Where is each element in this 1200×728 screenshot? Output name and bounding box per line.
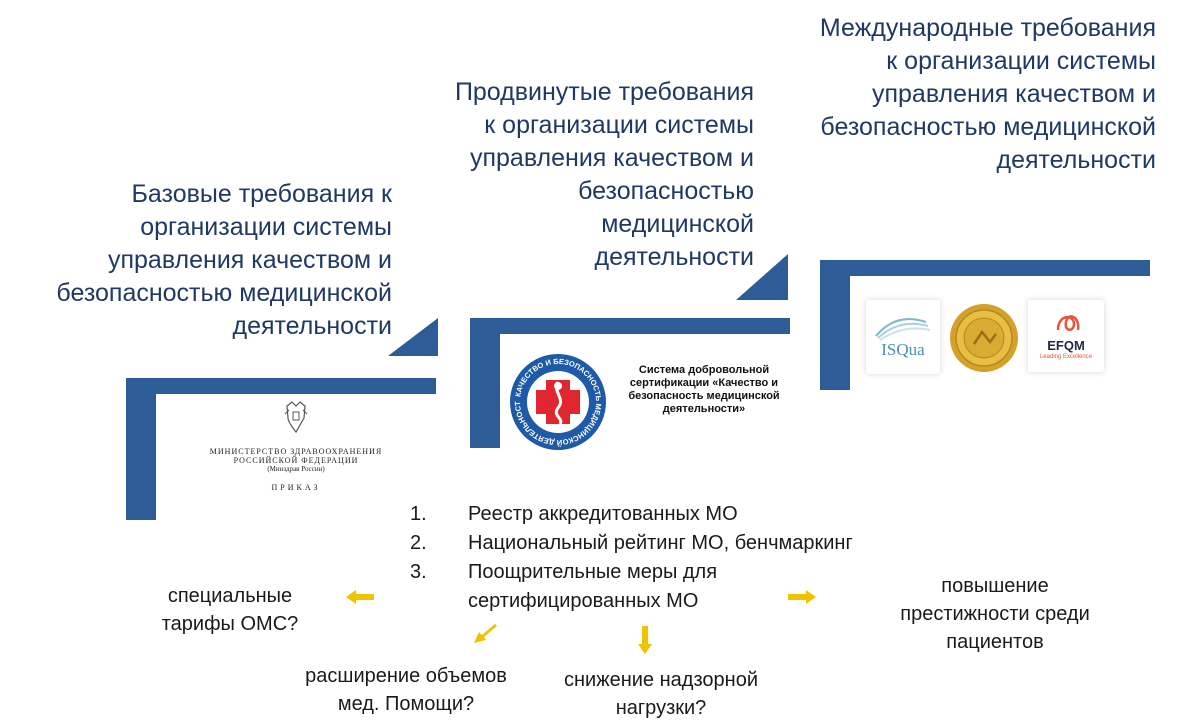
list-item: 3. Поощрительные меры для сертифицирован…: [410, 558, 853, 616]
step-1-arrow-tip: [388, 318, 438, 356]
coat-of-arms-icon: [284, 401, 308, 434]
measures-list: 1. Реестр аккредитованных МО 2. Национал…: [410, 500, 853, 616]
list-item: 1. Реестр аккредитованных МО: [410, 500, 853, 529]
efqm-tagline: Leading Excellence: [1039, 354, 1093, 360]
isqua-wave-icon: [875, 318, 931, 341]
certification-seal-icon: КАЧЕСТВО И БЕЗОПАСНОСТЬ МЕДИЦИНСКОЙ ДЕЯТ…: [508, 352, 606, 450]
arrow-left-icon: [346, 590, 374, 604]
isqua-logo: ISQua: [866, 300, 940, 374]
step-2-arrow-tip: [736, 254, 788, 300]
certification-caption: Система добровольной сертификации «Качес…: [628, 364, 780, 415]
step-2-vertical-bar: [470, 318, 500, 448]
list-text: Реестр аккредитованных МО: [468, 503, 738, 525]
basic-requirements-text: Базовые требования к организации системы…: [56, 180, 392, 340]
list-number: 2.: [410, 532, 427, 554]
international-requirements-text: Международные требования к организации с…: [819, 14, 1156, 174]
efqm-logo: EFQM Leading Excellence: [1028, 300, 1104, 372]
list-number: 1.: [410, 503, 427, 525]
order-title: ПРИКАЗ: [271, 483, 321, 492]
outcome-reduce-oversight: снижение надзорной нагрузки?: [564, 669, 758, 719]
advanced-requirements-text: Продвинутые требования к организации сис…: [454, 78, 754, 271]
outcome-expand-volume: расширение объемов мед. Помощи?: [305, 665, 507, 715]
step-1-top-bar: [126, 378, 436, 394]
arrow-down-left-icon: [474, 624, 497, 643]
outcome-special-tariffs: специальные тарифы ОМС?: [161, 585, 299, 635]
arrow-down-icon: [638, 626, 652, 654]
efqm-ribbon-icon: [1056, 315, 1080, 331]
efqm-wordmark: EFQM: [1047, 338, 1085, 353]
ministry-name-line-1: МИНИСТЕРСТВО ЗДРАВООХРАНЕНИЯ: [209, 447, 383, 456]
step-1-vertical-bar: [126, 378, 156, 520]
step-2-top-bar: [470, 318, 790, 334]
isqua-wordmark: ISQua: [881, 340, 925, 359]
step-3-vertical-bar: [820, 260, 850, 390]
ministry-short-name: (Минздрав России): [267, 465, 325, 473]
ministry-name-line-2: РОССИЙСКОЙ ФЕДЕРАЦИИ: [233, 456, 359, 465]
gold-seal-icon: [950, 304, 1018, 372]
list-text: Поощрительные меры для сертифицированных…: [468, 561, 718, 612]
step-3-top-bar: [820, 260, 1150, 276]
arrow-right-icon: [788, 590, 816, 604]
ministry-order-document: МИНИСТЕРСТВО ЗДРАВООХРАНЕНИЯ РОССИЙСКОЙ …: [166, 400, 426, 492]
outcome-patient-prestige: повышение престижности среди пациентов: [900, 575, 1090, 653]
list-number: 3.: [410, 561, 427, 583]
list-text: Национальный рейтинг МО, бенчмаркинг: [468, 532, 853, 554]
list-item: 2. Национальный рейтинг МО, бенчмаркинг: [410, 529, 853, 558]
